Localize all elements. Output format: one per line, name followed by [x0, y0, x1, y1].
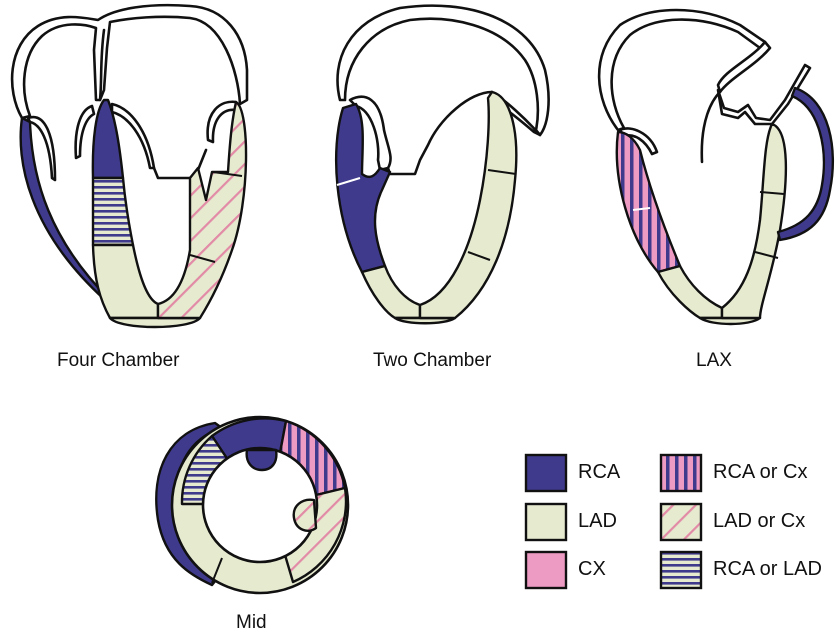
anterolateral-papillary-lad-or-cx: [292, 498, 318, 532]
legend-label-cx: CX: [578, 558, 606, 580]
label-four-chamber: Four Chamber: [57, 350, 180, 371]
white-divider: [632, 207, 651, 211]
segment-divider: [759, 191, 785, 195]
legend-label-rca-or-cx: RCA or Cx: [713, 461, 808, 483]
legend-swatch-rca-or-cx: [659, 453, 703, 493]
legend: [524, 453, 703, 590]
legend-label-lad-or-cx: LAD or Cx: [713, 510, 806, 532]
mid-short-axis-view: [155, 415, 350, 595]
interatrial-septum: [98, 28, 106, 102]
legend-swatch-rca: [524, 453, 568, 493]
white-divider: [336, 177, 361, 186]
septal-leaflet-left: [74, 104, 96, 160]
legend-swatch-lad: [524, 502, 568, 542]
mid-lv-cavity: [201, 446, 319, 564]
legend-label-rca: RCA: [578, 461, 621, 483]
legend-label-lad: LAD: [578, 510, 617, 532]
posteromedial-papillary-rca: [245, 448, 278, 472]
legend-swatch-lad-or-cx: [659, 502, 703, 542]
two-chamber-inferior-rca: [334, 102, 392, 274]
four-chamber-view: [10, 3, 249, 329]
two-chamber-view: [334, 4, 550, 325]
legend-label-rca-or-lad: RCA or LAD: [713, 558, 822, 580]
two-chamber-anterior-lad: [418, 90, 518, 320]
lateral-leaflet: [206, 100, 238, 144]
legend-swatch-rca-or-lad: [659, 550, 703, 590]
mitral-leaflet: [110, 102, 156, 170]
lax-view: [597, 8, 835, 326]
segment-divider: [487, 169, 517, 175]
two-chamber-anterior-leaflet: [348, 95, 392, 172]
apex-cap-lad: [108, 316, 202, 329]
septum-mid-rca-or-lad: [91, 176, 135, 247]
septum-apical-lad: [91, 243, 160, 320]
four-chamber-atria: [10, 3, 249, 120]
lax-rca-vessel: [776, 86, 835, 242]
segment-divider: [754, 251, 779, 259]
label-two-chamber: Two Chamber: [373, 350, 492, 371]
lax-anteroseptal-lad: [720, 122, 788, 320]
label-mid: Mid: [236, 612, 267, 633]
segment-divider: [189, 254, 216, 263]
label-lax: LAX: [696, 350, 732, 371]
lateral-wall-lad-or-cx: [156, 100, 248, 320]
segment-divider: [467, 251, 491, 261]
lax-inferolateral-rca-or-cx: [615, 130, 682, 274]
anterior-mitral-leaflet: [700, 90, 722, 164]
lax-inferior-apical-lad: [656, 264, 724, 320]
tricuspid-leaflet: [26, 115, 57, 182]
segment-divider: [212, 171, 243, 177]
segment-divider: [211, 557, 223, 584]
aortic-root-wall: [716, 40, 772, 94]
legend-swatch-cx: [524, 550, 568, 590]
two-chamber-inferior-apical-lad: [360, 264, 422, 320]
two-chamber-mitral-annulus: [386, 90, 494, 176]
